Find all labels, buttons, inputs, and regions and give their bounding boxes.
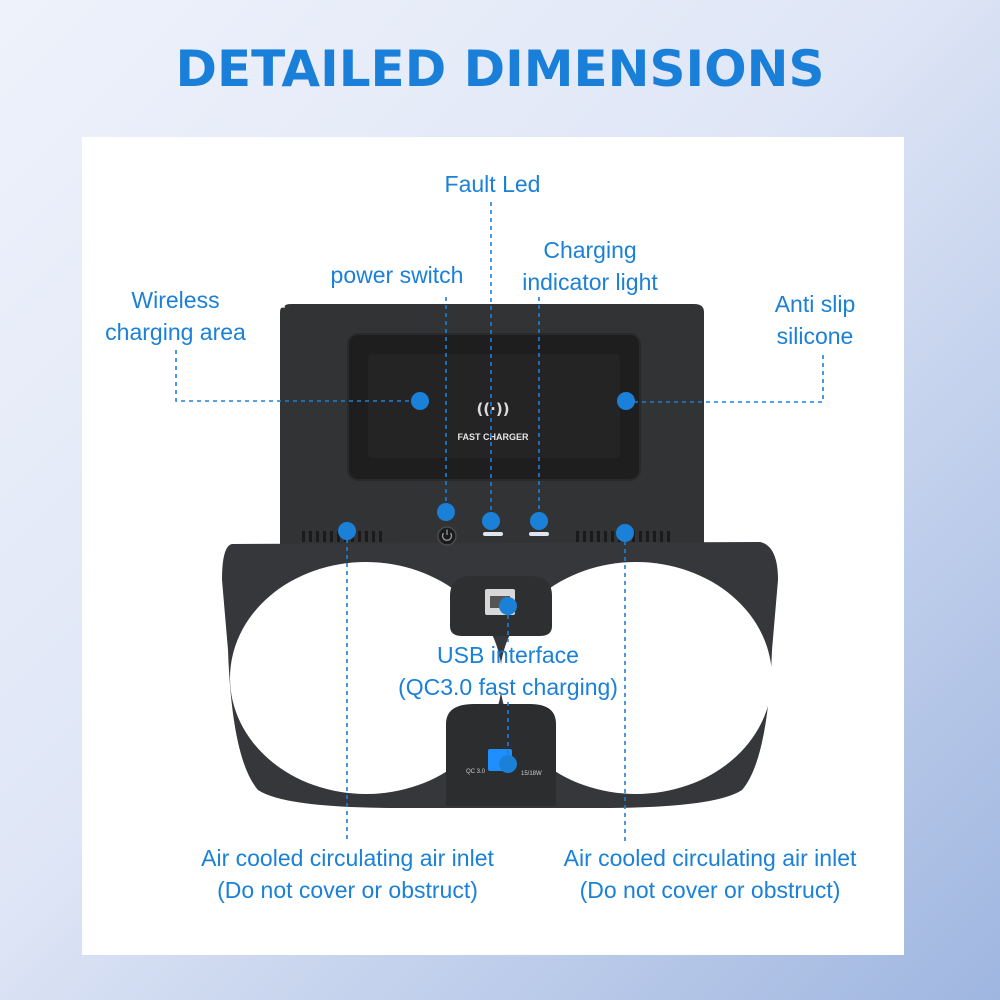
dot-usb-top (499, 597, 517, 615)
wireless-line1: Wireless (131, 287, 220, 313)
wireless-line2: charging area (105, 319, 246, 345)
dot-power (437, 503, 455, 521)
air-left-line2: (Do not cover or obstruct) (217, 877, 478, 903)
label-power-switch: power switch (312, 259, 482, 291)
fast-charger-text: FAST CHARGER (457, 432, 529, 442)
dot-usb-front (499, 755, 517, 773)
leader-anti-slip (627, 355, 824, 403)
charging-indicator-line2: indicator light (522, 269, 658, 295)
dot-fault (482, 512, 500, 530)
anti-slip-line2: silicone (776, 323, 854, 349)
usb-right-text: 15/18W (521, 771, 542, 777)
right-cup-opening (500, 562, 772, 794)
label-usb-interface: USB interface (QC3.0 fast charging) (358, 639, 658, 703)
fault-led (483, 532, 503, 536)
charging-pad-inner (368, 354, 620, 458)
label-wireless: Wireless charging area (88, 284, 263, 348)
air-right-line2: (Do not cover or obstruct) (579, 877, 841, 903)
air-left-line1: Air cooled circulating air inlet (201, 845, 494, 871)
dot-vent-left (338, 522, 356, 540)
usb-line2: (QC3.0 fast charging) (398, 674, 618, 700)
charging-indicator-line1: Charging (543, 237, 637, 263)
label-air-inlet-right: Air cooled circulating air inlet (Do not… (530, 842, 890, 906)
dot-charging (530, 512, 548, 530)
wireless-symbol: ((·)) (476, 400, 509, 418)
usb-left-text: QC 3.0 (466, 769, 486, 775)
label-fault-led: Fault Led (420, 168, 565, 200)
charging-led (529, 532, 549, 536)
anti-slip-line1: Anti slip (774, 291, 856, 317)
fault-led-text: Fault Led (444, 171, 541, 197)
air-right-line1: Air cooled circulating air inlet (563, 845, 857, 871)
dot-wireless (411, 392, 429, 410)
power-button (437, 526, 457, 546)
label-air-inlet-left: Air cooled circulating air inlet (Do not… (165, 842, 530, 906)
dot-anti-slip (617, 392, 635, 410)
usb-line1: USB interface (437, 642, 579, 668)
left-cup-opening (230, 562, 502, 794)
label-charging-indicator: Charging indicator light (500, 234, 680, 298)
label-anti-slip: Anti slip silicone (745, 288, 885, 352)
dot-vent-right (616, 524, 634, 542)
power-switch-text: power switch (330, 262, 464, 288)
leader-wireless (175, 350, 420, 402)
page-title: DETAILED DIMENSIONS (175, 40, 825, 98)
